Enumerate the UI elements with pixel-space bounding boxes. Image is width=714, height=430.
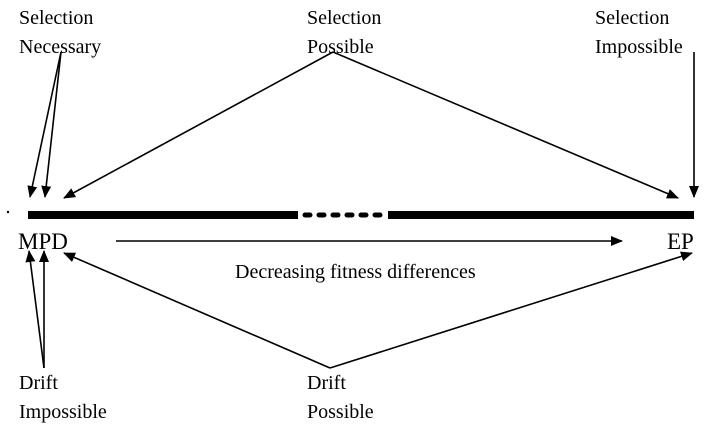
stray-dot <box>6 210 10 214</box>
drift-possible-label: Drift Possible <box>307 369 374 427</box>
selection-necessary-arrow-1 <box>27 51 62 198</box>
selection-possible-line-2: Possible <box>307 36 374 58</box>
axis-label: Decreasing fitness differences <box>235 261 476 283</box>
selection-impossible-line-2: Impossible <box>595 36 683 58</box>
selection-possible-arrow-right <box>332 51 679 199</box>
drift-possible-line-2: Possible <box>307 401 374 423</box>
selection-necessary-line-2: Necessary <box>19 36 102 58</box>
selection-possible-arrow-left <box>63 51 334 199</box>
selection-impossible-line-1: Selection <box>595 7 670 29</box>
drift-impossible-line-1: Drift <box>19 372 58 394</box>
selection-possible-label: Selection Possible <box>307 4 381 62</box>
drift-impossible-line-2: Impossible <box>19 401 107 423</box>
selection-necessary-arrow-2 <box>41 51 62 198</box>
selection-possible-line-1: Selection <box>307 7 382 29</box>
drift-possible-line-1: Drift <box>307 372 346 394</box>
drift-impossible-arrow-1 <box>25 250 45 369</box>
selection-necessary-label: Selection Necessary <box>19 4 101 62</box>
ep-label: EP <box>667 229 694 254</box>
drift-impossible-label: Drift Impossible <box>19 369 107 427</box>
drift-possible-arrow-left <box>63 252 331 369</box>
drift-possible-arrow-right <box>329 251 693 369</box>
selection-necessary-line-1: Selection <box>19 7 94 29</box>
selection-impossible-label: Selection Impossible <box>595 4 683 62</box>
mpd-label: MPD <box>18 229 68 254</box>
